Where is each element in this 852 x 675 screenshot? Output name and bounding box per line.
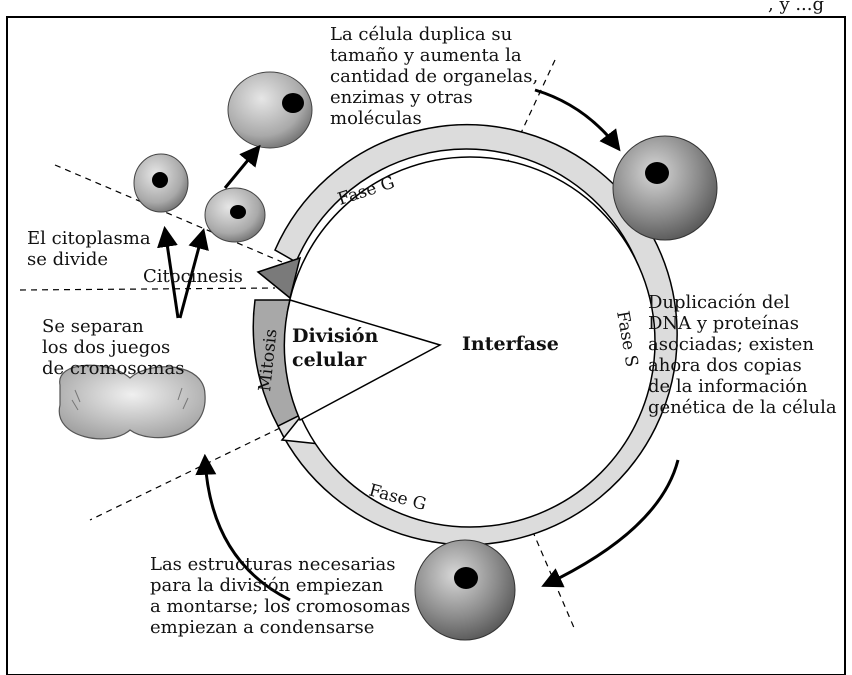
label-citocinesis: Citocinesis: [143, 266, 243, 287]
boundary-line-m-c: [19, 287, 276, 291]
boundary-line-c-g1: [54, 164, 283, 263]
boundary-line-g2-m: [89, 427, 281, 521]
division-wedge: [283, 299, 442, 422]
nucleus: [282, 93, 304, 113]
nucleus: [645, 162, 669, 184]
cell-g2-phase: [414, 539, 516, 641]
nucleus: [230, 205, 246, 219]
arrow-g2-to-division: [195, 453, 291, 602]
annotation-g2-preparation: Las estructuras necesarias para la divis…: [150, 554, 411, 638]
annotation-s-duplication: Duplicación del DNA y proteínas asociada…: [648, 292, 837, 418]
cell-daughter-right: [204, 187, 266, 243]
arrow-cytokinesis-right: [178, 227, 209, 319]
arrow-growth-to-s: [534, 88, 621, 152]
label-interfase: Interfase: [462, 333, 559, 355]
ring-arrowhead-top: [256, 256, 302, 300]
arrow-daughter-to-g1: [223, 144, 261, 189]
cells: [58, 71, 718, 641]
arrow-cytokinesis-left: [157, 225, 180, 319]
annotation-chromosome-separation: Se separan los dos juegos de cromosomas: [42, 316, 185, 379]
cell-g1-large: [227, 71, 313, 149]
ring-band: [274, 124, 678, 546]
annotation-g1-growth: La célula duplica su tamaño y aumenta la…: [330, 24, 539, 129]
cell-s-phase: [612, 135, 718, 241]
arrow-s-to-g2: [541, 459, 680, 588]
diagram-frame: [6, 16, 846, 675]
cycle-arrows: [157, 88, 680, 602]
cell-daughter-left: [133, 153, 189, 213]
label-division-celular: División celular: [292, 325, 379, 371]
nucleus: [152, 172, 168, 188]
nucleus: [454, 567, 478, 589]
cell-dividing: [58, 364, 206, 440]
top-right-fragment: , y ...g: [768, 0, 825, 15]
annotation-cytoplasm-divides: El citoplasma se divide: [27, 228, 151, 270]
cycle-ring: [252, 124, 678, 546]
